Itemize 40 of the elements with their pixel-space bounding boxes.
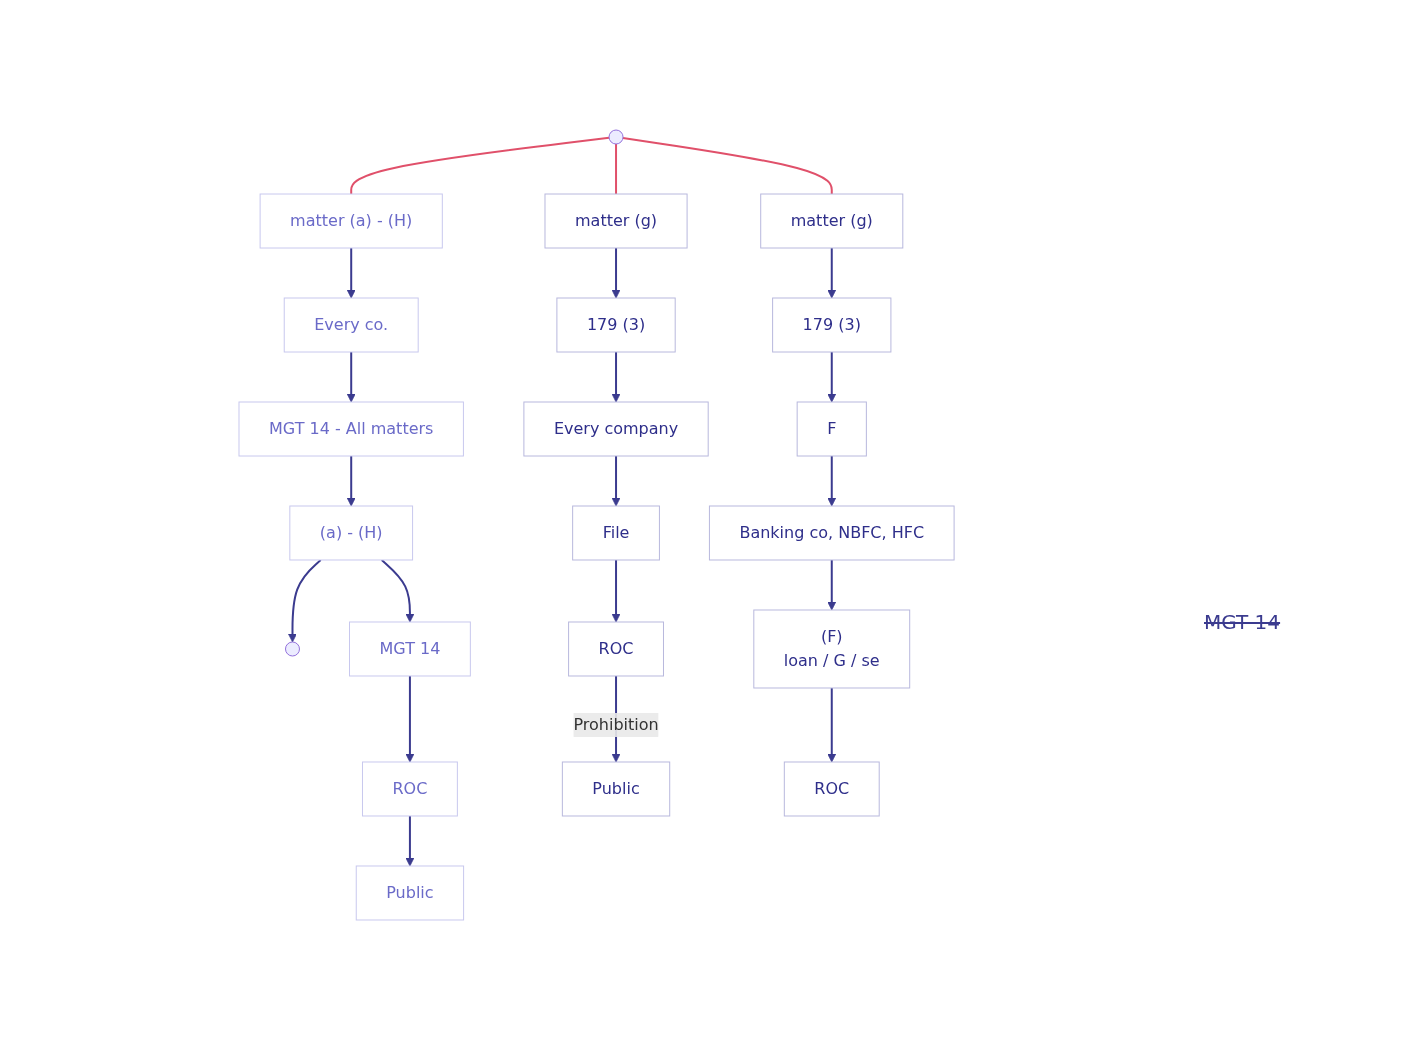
arrow xyxy=(612,455,621,507)
node-box: matter (g) xyxy=(544,193,689,249)
crossed-out-note: MGT 14 xyxy=(1204,610,1281,634)
arrow xyxy=(827,351,837,403)
connector xyxy=(615,143,618,195)
edge-label: Prohibition xyxy=(573,715,660,734)
node-box: Banking co, NBFC, HFC xyxy=(709,505,956,561)
arrow xyxy=(381,559,415,623)
node-box: 179 (3) xyxy=(556,297,677,353)
arrow xyxy=(612,247,621,299)
node-box: F xyxy=(797,401,868,457)
node-box: MGT 14 - All matters xyxy=(238,401,465,457)
arrow xyxy=(347,247,357,299)
arrow xyxy=(827,687,837,763)
connector xyxy=(622,137,834,195)
arrow xyxy=(612,351,621,403)
arrow xyxy=(347,351,357,403)
connector xyxy=(350,136,611,195)
arrow xyxy=(612,559,621,623)
node-box: (a) - (H) xyxy=(289,505,414,561)
node-box: ROC xyxy=(568,621,665,677)
node-box: Public xyxy=(356,865,465,921)
node-box: ROC xyxy=(362,761,459,817)
node-box: Every co. xyxy=(284,297,420,353)
arrow xyxy=(827,455,837,507)
node-box: 179 (3) xyxy=(772,297,892,353)
arrow xyxy=(406,675,415,763)
node-box: matter (g) xyxy=(760,193,904,249)
node-box: ROC xyxy=(784,761,881,817)
node-box: File xyxy=(572,505,661,561)
arrow xyxy=(827,559,837,611)
arrow xyxy=(347,455,357,507)
node-box: matter (a) - (H) xyxy=(260,193,444,249)
node-box: Public xyxy=(562,761,671,817)
node-box: (F) loan / G / se xyxy=(753,609,911,689)
node-box: MGT 14 xyxy=(349,621,472,677)
arrow xyxy=(827,247,837,299)
node-box: Every company xyxy=(523,401,710,457)
arrow xyxy=(288,559,323,643)
arrow xyxy=(406,815,415,867)
